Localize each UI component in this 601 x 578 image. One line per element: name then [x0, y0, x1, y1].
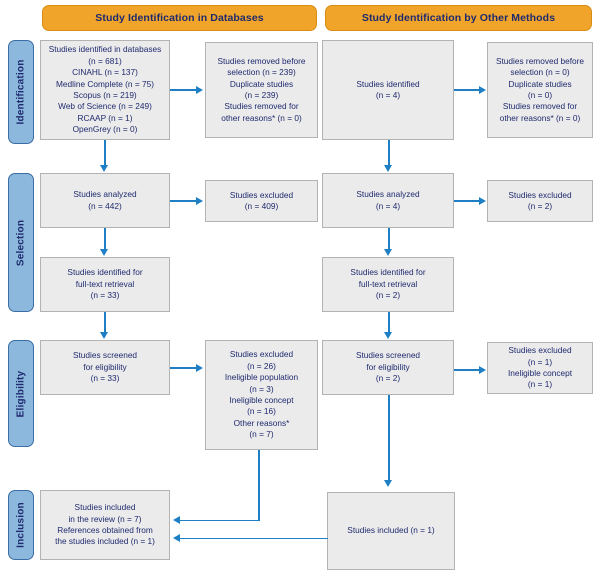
box-studies-excluded-selection-other-text: Studies excluded (n = 2) — [508, 189, 572, 211]
box-studies-screened-other: Studies screened for eligibility (n = 2) — [322, 340, 454, 395]
arrowhead-db-excluded-to-included — [173, 516, 180, 524]
box-fulltext-retrieval-other: Studies identified for full-text retriev… — [322, 257, 454, 312]
connector-db-identified-to-removed — [170, 89, 197, 91]
connector-other-screened-to-excluded — [454, 369, 480, 371]
connector-db-analyzed-to-fulltext — [104, 228, 106, 250]
box-studies-analyzed-databases-text: Studies analyzed (n = 442) — [73, 189, 137, 211]
arrowhead-db-analyzed-to-fulltext — [100, 249, 109, 256]
arrowhead-db-identified-to-removed — [196, 85, 203, 94]
header-study-identification-databases: Study Identification in Databases — [42, 5, 317, 31]
box-studies-removed-databases-text: Studies removed before selection (n = 23… — [217, 55, 306, 123]
connector-db-analyzed-to-excluded — [170, 200, 197, 202]
stage-label-identification: Identification — [8, 40, 34, 144]
box-fulltext-retrieval-databases-text: Studies identified for full-text retriev… — [67, 267, 143, 301]
arrowhead-other-screened-to-included — [384, 480, 393, 487]
connector-db-screened-to-excluded — [170, 367, 197, 369]
header-study-identification-other-methods: Study Identification by Other Methods — [325, 5, 592, 31]
connector-other-analyzed-to-excluded — [454, 200, 480, 202]
box-studies-excluded-eligibility-databases-text: Studies excluded (n = 26) Ineligible pop… — [224, 349, 299, 440]
box-studies-analyzed-other: Studies analyzed (n = 4) — [322, 173, 454, 228]
box-studies-excluded-eligibility-other-text: Studies excluded (n = 1) Ineligible conc… — [507, 345, 573, 390]
arrowhead-other-included-to-db-included — [173, 534, 180, 542]
box-studies-screened-databases-text: Studies screened for eligibility (n = 33… — [72, 350, 138, 384]
box-studies-included-other-text: Studies included (n = 1) — [347, 525, 435, 536]
box-studies-excluded-eligibility-databases: Studies excluded (n = 26) Ineligible pop… — [205, 340, 318, 450]
stage-identification-text: Identification — [15, 59, 27, 125]
box-studies-analyzed-other-text: Studies analyzed (n = 4) — [356, 189, 420, 211]
connector-other-analyzed-to-fulltext — [388, 228, 390, 250]
connector-other-identified-to-removed — [454, 89, 480, 91]
connector-other-identified-to-analyzed — [388, 140, 390, 166]
arrowhead-other-fulltext-to-screened — [384, 332, 393, 339]
box-studies-excluded-selection-databases-text: Studies excluded (n = 409) — [229, 189, 294, 211]
box-studies-removed-other-text: Studies removed before selection (n = 0)… — [495, 55, 585, 123]
arrowhead-db-analyzed-to-excluded — [196, 196, 203, 205]
arrowhead-other-identified-to-removed — [479, 85, 486, 94]
box-studies-excluded-eligibility-other: Studies excluded (n = 1) Ineligible conc… — [487, 342, 593, 394]
arrowhead-other-screened-to-excluded — [479, 365, 486, 374]
arrowhead-db-screened-to-excluded — [196, 363, 203, 372]
arrowhead-other-identified-to-analyzed — [384, 165, 393, 172]
box-studies-analyzed-databases: Studies analyzed (n = 442) — [40, 173, 170, 228]
box-studies-included-other: Studies included (n = 1) — [327, 492, 455, 570]
box-studies-identified-databases: Studies identified in databases (n = 681… — [40, 40, 170, 140]
box-fulltext-retrieval-other-text: Studies identified for full-text retriev… — [350, 267, 426, 301]
connector-other-included-to-db-included — [180, 537, 328, 540]
connector-other-fulltext-to-screened — [388, 312, 390, 333]
box-studies-removed-databases: Studies removed before selection (n = 23… — [205, 42, 318, 138]
box-studies-removed-other: Studies removed before selection (n = 0)… — [487, 42, 593, 138]
connector-db-excluded-elbow-horizontal — [180, 519, 259, 522]
stage-label-inclusion: Inclusion — [8, 490, 34, 560]
arrowhead-db-identified-to-analyzed — [100, 165, 109, 172]
arrowhead-db-fulltext-to-screened — [100, 332, 109, 339]
box-studies-identified-other: Studies identified (n = 4) — [322, 40, 454, 140]
box-studies-excluded-selection-databases: Studies excluded (n = 409) — [205, 180, 318, 222]
stage-label-eligibility: Eligibility — [8, 340, 34, 447]
header-other-methods-label: Study Identification by Other Methods — [361, 12, 556, 24]
stage-inclusion-text: Inclusion — [15, 502, 27, 548]
connector-db-identified-to-analyzed — [104, 140, 106, 166]
arrowhead-other-analyzed-to-fulltext — [384, 249, 393, 256]
box-studies-included-databases-text: Studies included in the review (n = 7) R… — [55, 502, 155, 547]
header-databases-label: Study Identification in Databases — [95, 12, 264, 24]
box-studies-excluded-selection-other: Studies excluded (n = 2) — [487, 180, 593, 222]
box-studies-identified-databases-text: Studies identified in databases (n = 681… — [48, 44, 162, 135]
connector-db-fulltext-to-screened — [104, 312, 106, 333]
stage-selection-text: Selection — [15, 219, 27, 266]
connector-db-excluded-elbow-vertical — [258, 450, 260, 521]
stage-eligibility-text: Eligibility — [15, 370, 27, 417]
connector-other-screened-to-included — [388, 395, 390, 481]
box-fulltext-retrieval-databases: Studies identified for full-text retriev… — [40, 257, 170, 312]
box-studies-screened-other-text: Studies screened for eligibility (n = 2) — [355, 350, 421, 384]
box-studies-screened-databases: Studies screened for eligibility (n = 33… — [40, 340, 170, 395]
box-studies-included-databases: Studies included in the review (n = 7) R… — [40, 490, 170, 560]
stage-label-selection: Selection — [8, 173, 34, 312]
box-studies-identified-other-text: Studies identified (n = 4) — [356, 78, 420, 100]
arrowhead-other-analyzed-to-excluded — [479, 196, 486, 205]
